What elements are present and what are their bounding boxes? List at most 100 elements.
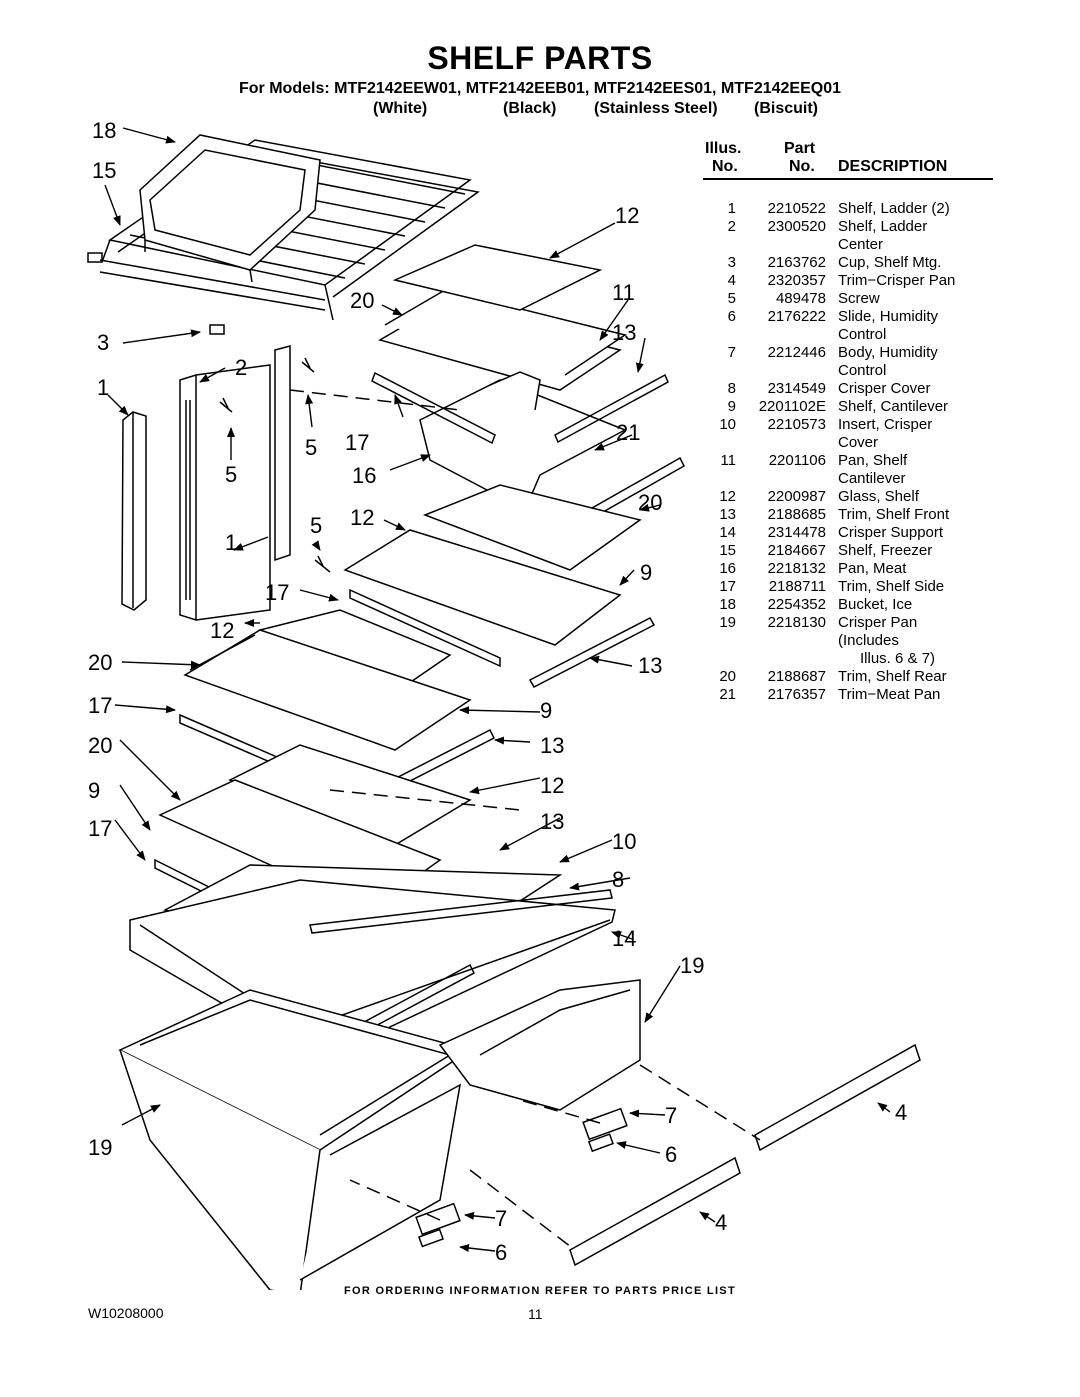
part-description: Shelf, Ladder (2) (838, 200, 950, 217)
callout-16: 16 (352, 463, 376, 488)
part-number: 2188711 (768, 578, 826, 595)
trim-crisper-pan-left (569, 1156, 741, 1267)
callout-4: 4 (895, 1100, 907, 1125)
parts-table-row: Cover (700, 434, 1000, 452)
callout-9: 9 (540, 698, 552, 723)
trim-front-2 (528, 617, 656, 688)
parts-table-row: Control (700, 362, 1000, 380)
part-description: Trim−Meat Pan (838, 686, 941, 703)
col-illus-bottom: No. (712, 158, 738, 175)
callout-13: 13 (540, 809, 564, 834)
crisper-pan-right (438, 979, 641, 1111)
illus-number: 20 (719, 668, 736, 685)
callout-14: 14 (612, 926, 636, 951)
part-description: Control (838, 326, 887, 343)
callout-19: 19 (88, 1135, 112, 1160)
shelf-ladder-left (121, 411, 147, 611)
part-description: Crisper Cover (838, 380, 931, 397)
callout-17: 17 (265, 580, 289, 605)
part-number: 2176222 (767, 308, 826, 325)
part-description: Body, Humidity (838, 344, 938, 361)
col-illus-top: Illus. (705, 140, 742, 157)
callout-6: 6 (665, 1142, 677, 1167)
illus-number: 5 (727, 290, 736, 307)
part-description: Illus. 6 & 7) (860, 650, 936, 667)
page-number: 11 (528, 1306, 543, 1322)
callout-8: 8 (612, 867, 624, 892)
parts-table-row: Cantilever (700, 470, 1000, 488)
callout-12: 12 (540, 773, 564, 798)
exploded-parts-diagram: 1815122011133215172116512205911712201317… (87, 118, 921, 1290)
illus-number: 13 (719, 506, 736, 523)
shelf-ladder-right (274, 345, 291, 562)
part-description: Insert, Crisper (838, 416, 933, 433)
part-number: 2201106 (768, 452, 826, 469)
callout-12: 12 (615, 203, 639, 228)
illus-number: 7 (727, 344, 736, 361)
ice-bucket (139, 134, 321, 283)
col-part-bottom: No. (789, 158, 815, 175)
part-number: 2188687 (767, 668, 826, 685)
part-number: 2210522 (767, 200, 826, 217)
callout-1: 1 (225, 530, 237, 555)
shelf-frame-2 (343, 529, 622, 668)
callout-20: 20 (88, 650, 112, 675)
illus-number: 17 (719, 578, 736, 595)
illus-number: 14 (719, 524, 736, 541)
callout-17: 17 (88, 816, 112, 841)
part-description: Shelf, Cantilever (838, 398, 949, 415)
finish-black: (Black) (503, 100, 557, 117)
callout-13: 13 (638, 653, 662, 678)
callout-19: 19 (680, 953, 704, 978)
part-number: 2188685 (767, 506, 826, 523)
part-number: 489478 (775, 290, 826, 307)
screw-3 (314, 555, 331, 573)
crisper-pan-left (118, 989, 472, 1290)
illus-number: 21 (719, 686, 736, 703)
part-description: Control (838, 362, 887, 379)
callout-2: 2 (235, 355, 247, 380)
screw-1 (301, 357, 315, 373)
callout-6: 6 (495, 1240, 507, 1265)
ordering-note: FOR ORDERING INFORMATION REFER TO PARTS … (344, 1285, 736, 1297)
illus-number: 15 (719, 542, 736, 559)
illus-number: 2 (727, 218, 736, 235)
part-description: Trim, Shelf Rear (838, 668, 947, 685)
part-description: Shelf, Ladder (838, 218, 928, 235)
parts-table-row: (Includes (700, 632, 1000, 650)
part-description: Trim, Shelf Side (838, 578, 945, 595)
shelf-cup-top (87, 252, 103, 263)
humidity-control-right (582, 1107, 628, 1153)
parts-table-row: 17 2188711 Trim, Shelf Side (700, 578, 1000, 596)
col-part-top: Part (784, 140, 816, 157)
callout-10: 10 (612, 829, 636, 854)
part-number: 2176357 (767, 686, 826, 703)
part-number: 2218132 (767, 560, 826, 577)
callout-7: 7 (495, 1206, 507, 1231)
part-description: Pan, Shelf (838, 452, 908, 469)
part-description: Glass, Shelf (838, 488, 919, 505)
part-description: Slide, Humidity (838, 308, 939, 325)
callout-21: 21 (616, 420, 640, 445)
header-rule (703, 178, 993, 180)
illus-number: 19 (719, 614, 736, 631)
callout-20: 20 (350, 288, 374, 313)
callout-1: 1 (97, 375, 109, 400)
part-number: 2210573 (767, 416, 826, 433)
shelf-frame-top (378, 289, 627, 391)
callout-17: 17 (88, 693, 112, 718)
model-list: For Models: MTF2142EEW01, MTF2142EEB01, … (239, 80, 841, 97)
finish-stainless: (Stainless Steel) (594, 100, 718, 117)
part-description: Crisper Pan (838, 614, 918, 631)
humidity-control-left (415, 1202, 461, 1248)
screw-2 (219, 397, 233, 413)
